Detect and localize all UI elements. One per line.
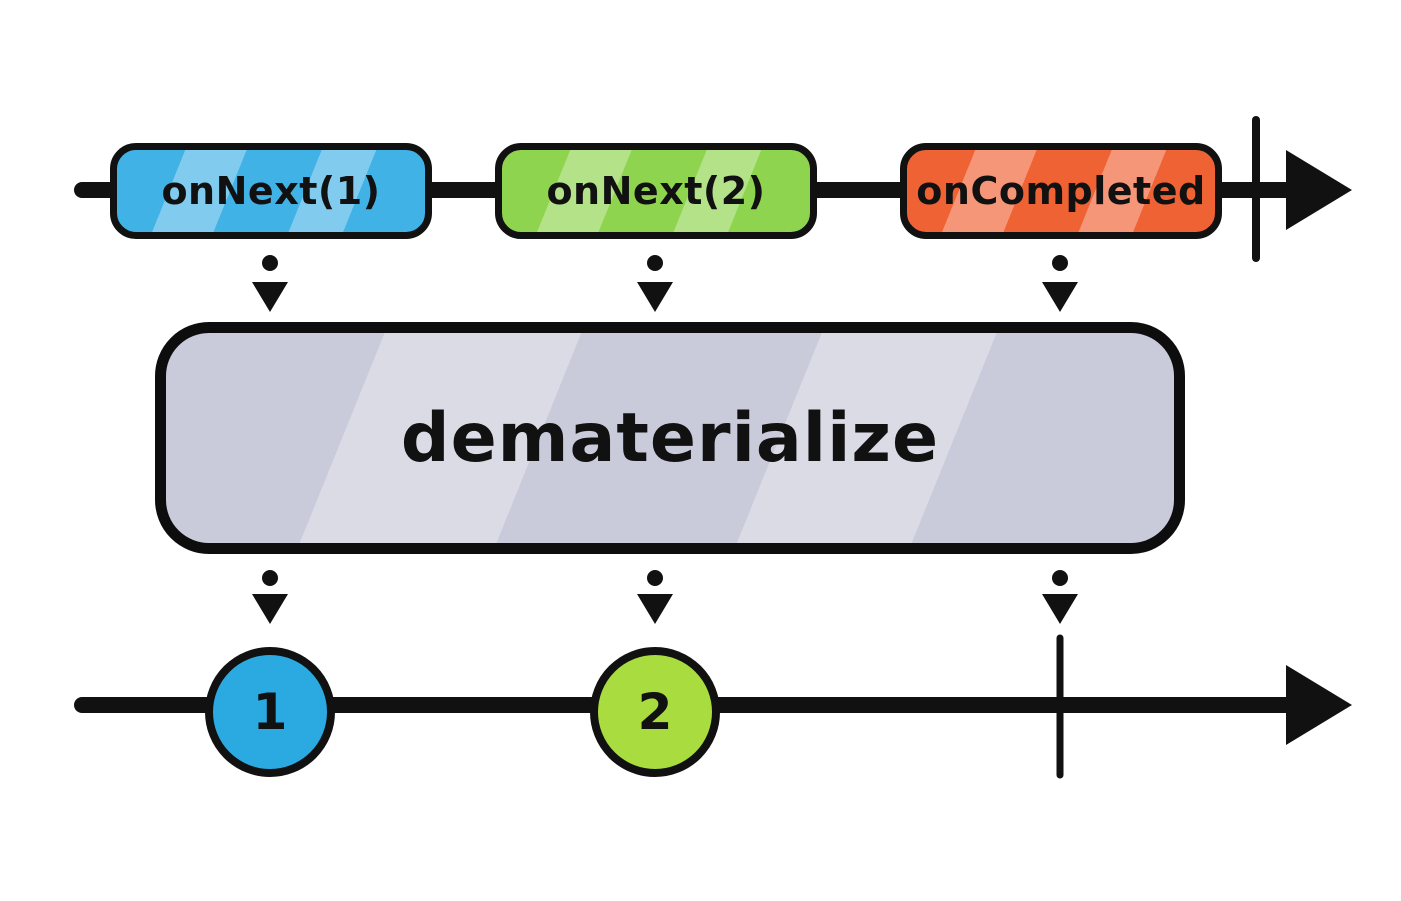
down-arrow-head-icon: [637, 594, 673, 624]
down-arrow-dot: [647, 570, 663, 586]
down-arrow-dot: [262, 570, 278, 586]
source-event-oncompleted: onCompleted: [900, 143, 1222, 239]
down-arrow-head-icon: [637, 282, 673, 312]
output-timeline-arrowhead-icon: [1286, 665, 1352, 745]
source-timeline-arrowhead-icon: [1286, 150, 1352, 230]
down-arrow-source-1-icon: [252, 255, 288, 312]
down-arrow-output-3-icon: [1042, 570, 1078, 624]
source-event-onnext-1: onNext(1): [110, 143, 432, 239]
down-arrow-output-1-icon: [252, 570, 288, 624]
operator-label: dematerialize: [400, 398, 940, 478]
down-arrow-dot: [262, 255, 278, 271]
down-arrow-head-icon: [252, 282, 288, 312]
down-arrow-dot: [1052, 255, 1068, 271]
source-event-oncompleted-label: onCompleted: [916, 169, 1206, 213]
down-arrow-head-icon: [1042, 594, 1078, 624]
down-arrow-dot: [1052, 570, 1068, 586]
down-arrow-dot: [647, 255, 663, 271]
down-arrow-head-icon: [252, 594, 288, 624]
source-event-onnext-2: onNext(2): [495, 143, 817, 239]
source-event-onnext-2-label: onNext(2): [546, 169, 766, 213]
output-marble-1: 1: [205, 647, 335, 777]
source-event-onnext-1-label: onNext(1): [161, 169, 381, 213]
down-arrow-output-2-icon: [637, 570, 673, 624]
operator-box: dematerialize: [155, 322, 1185, 554]
down-arrow-head-icon: [1042, 282, 1078, 312]
output-marble-2: 2: [590, 647, 720, 777]
down-arrow-source-2-icon: [637, 255, 673, 312]
down-arrow-source-3-icon: [1042, 255, 1078, 312]
output-marble-2-label: 2: [637, 683, 673, 741]
output-marble-1-label: 1: [252, 683, 288, 741]
